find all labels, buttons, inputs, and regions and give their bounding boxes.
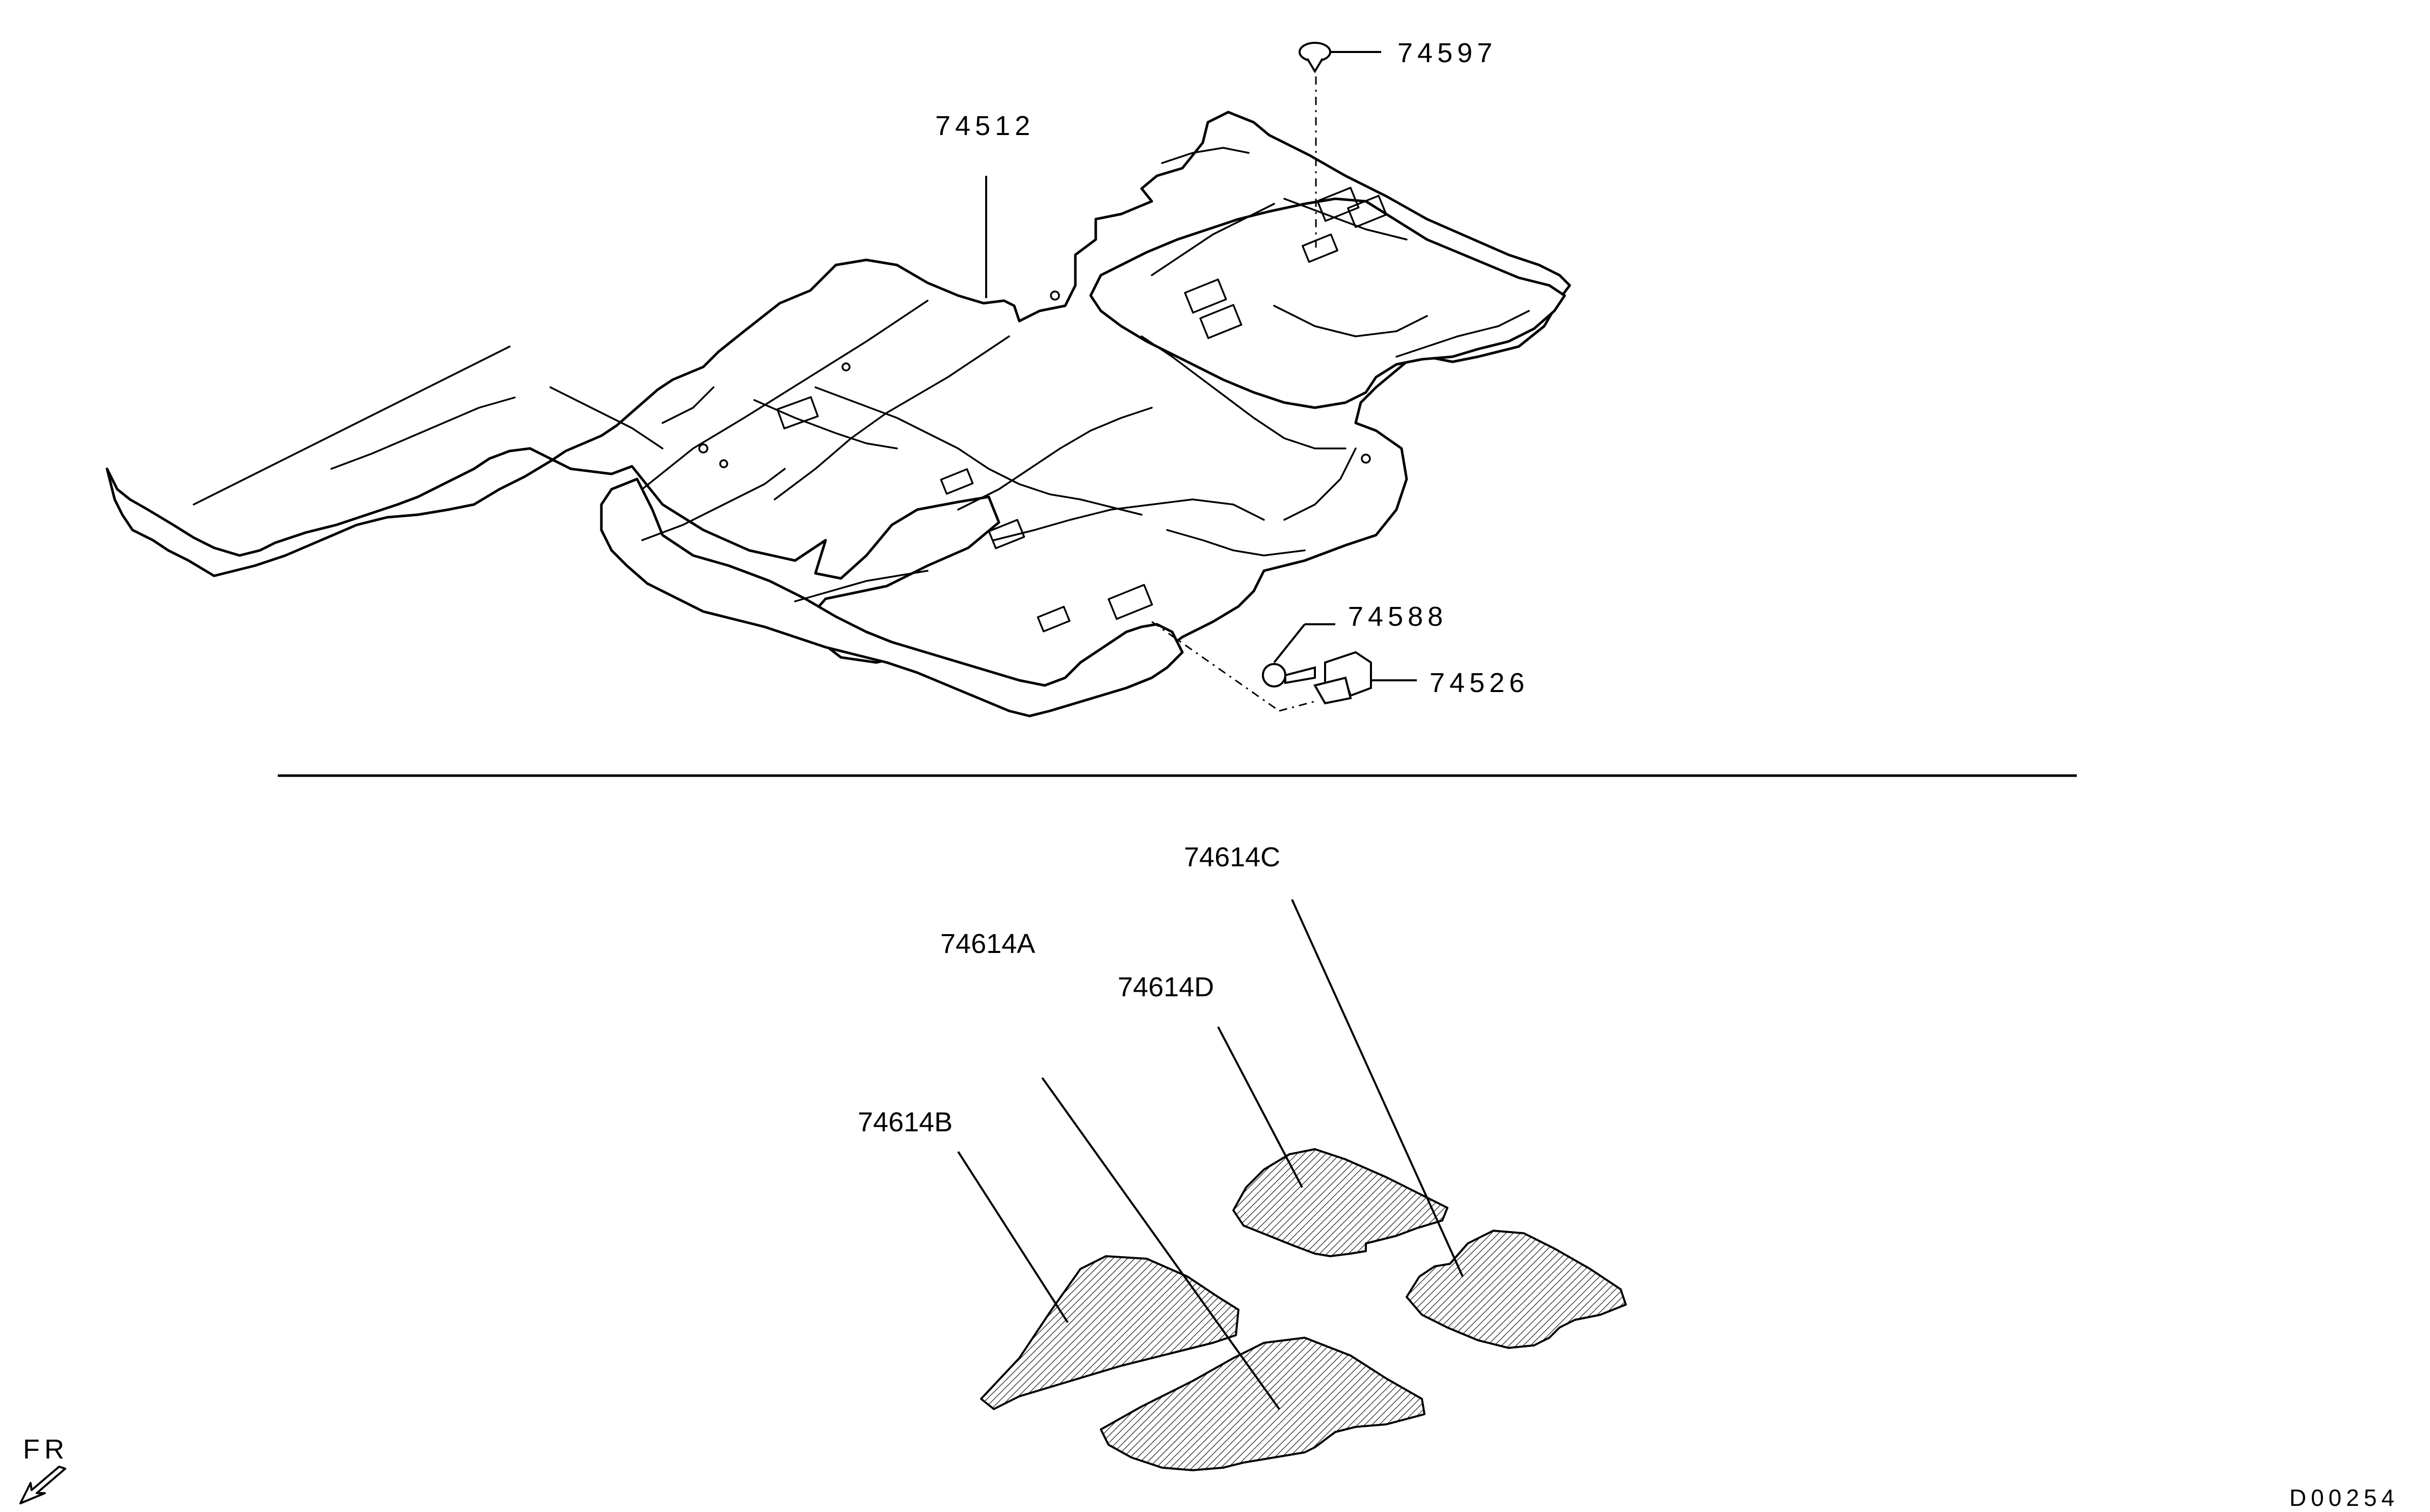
fastener-parts: 74588 74526: [1151, 601, 1529, 712]
mat-74614B: [980, 1255, 1239, 1410]
front-direction-indicator: FR: [19, 1434, 69, 1504]
callout-74526: 74526: [1430, 668, 1529, 698]
front-label: FR: [23, 1434, 69, 1465]
leader-74512: 74512: [935, 111, 1035, 298]
callout-74588: 74588: [1348, 601, 1447, 632]
mat-74614C: [1406, 1230, 1627, 1349]
callout-74512: 74512: [935, 111, 1035, 141]
callout-74614B: 74614B: [858, 1107, 953, 1137]
callout-74614C: 74614C: [1184, 842, 1280, 872]
front-arrow-icon: [19, 1466, 66, 1504]
mat-74614D: [1232, 1148, 1448, 1257]
plug-part: 74597: [1299, 38, 1497, 250]
mat-74614A: [1100, 1337, 1425, 1471]
floor-mats: [980, 1148, 1627, 1471]
drawing-code: D00254: [2289, 1484, 2399, 1511]
callout-74614A: 74614A: [940, 929, 1035, 959]
callout-74597: 74597: [1397, 38, 1497, 68]
mat-leaders: 74614A 74614B 74614C 74614D: [858, 842, 1464, 1410]
floor-carpet: [105, 111, 1571, 718]
callout-74614D: 74614D: [1118, 972, 1214, 1002]
